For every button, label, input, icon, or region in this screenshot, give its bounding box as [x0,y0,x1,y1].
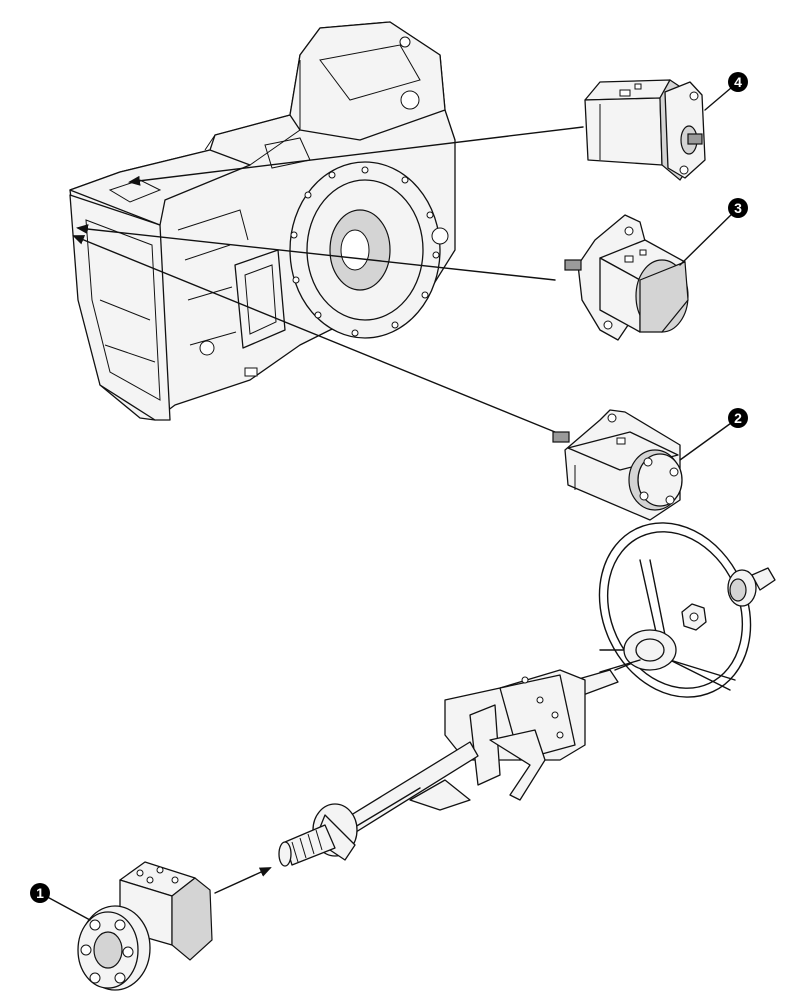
transmission-housing [69,21,456,421]
callout-2-label: 2 [734,410,742,426]
leader-line-2 [679,417,739,461]
pump-2 [552,409,683,521]
arrow-steering-valve [214,867,272,894]
callout-1-label: 1 [36,885,44,901]
pump-3 [564,214,689,341]
callout-3: 3 [728,198,748,218]
pump-4 [584,79,706,181]
leader-line-3 [679,207,739,266]
arrow-pump-4 [128,126,584,186]
callout-4-label: 4 [734,74,742,90]
callout-2: 2 [728,408,748,428]
callout-3-label: 3 [734,200,742,216]
steering-column [278,522,776,867]
bearing-bolt-circle [290,166,440,337]
callout-4: 4 [728,72,748,92]
steering-valve [77,861,213,991]
arrow-pump-2 [72,235,556,433]
callout-1: 1 [30,883,50,903]
arrow-pump-3 [76,224,556,281]
